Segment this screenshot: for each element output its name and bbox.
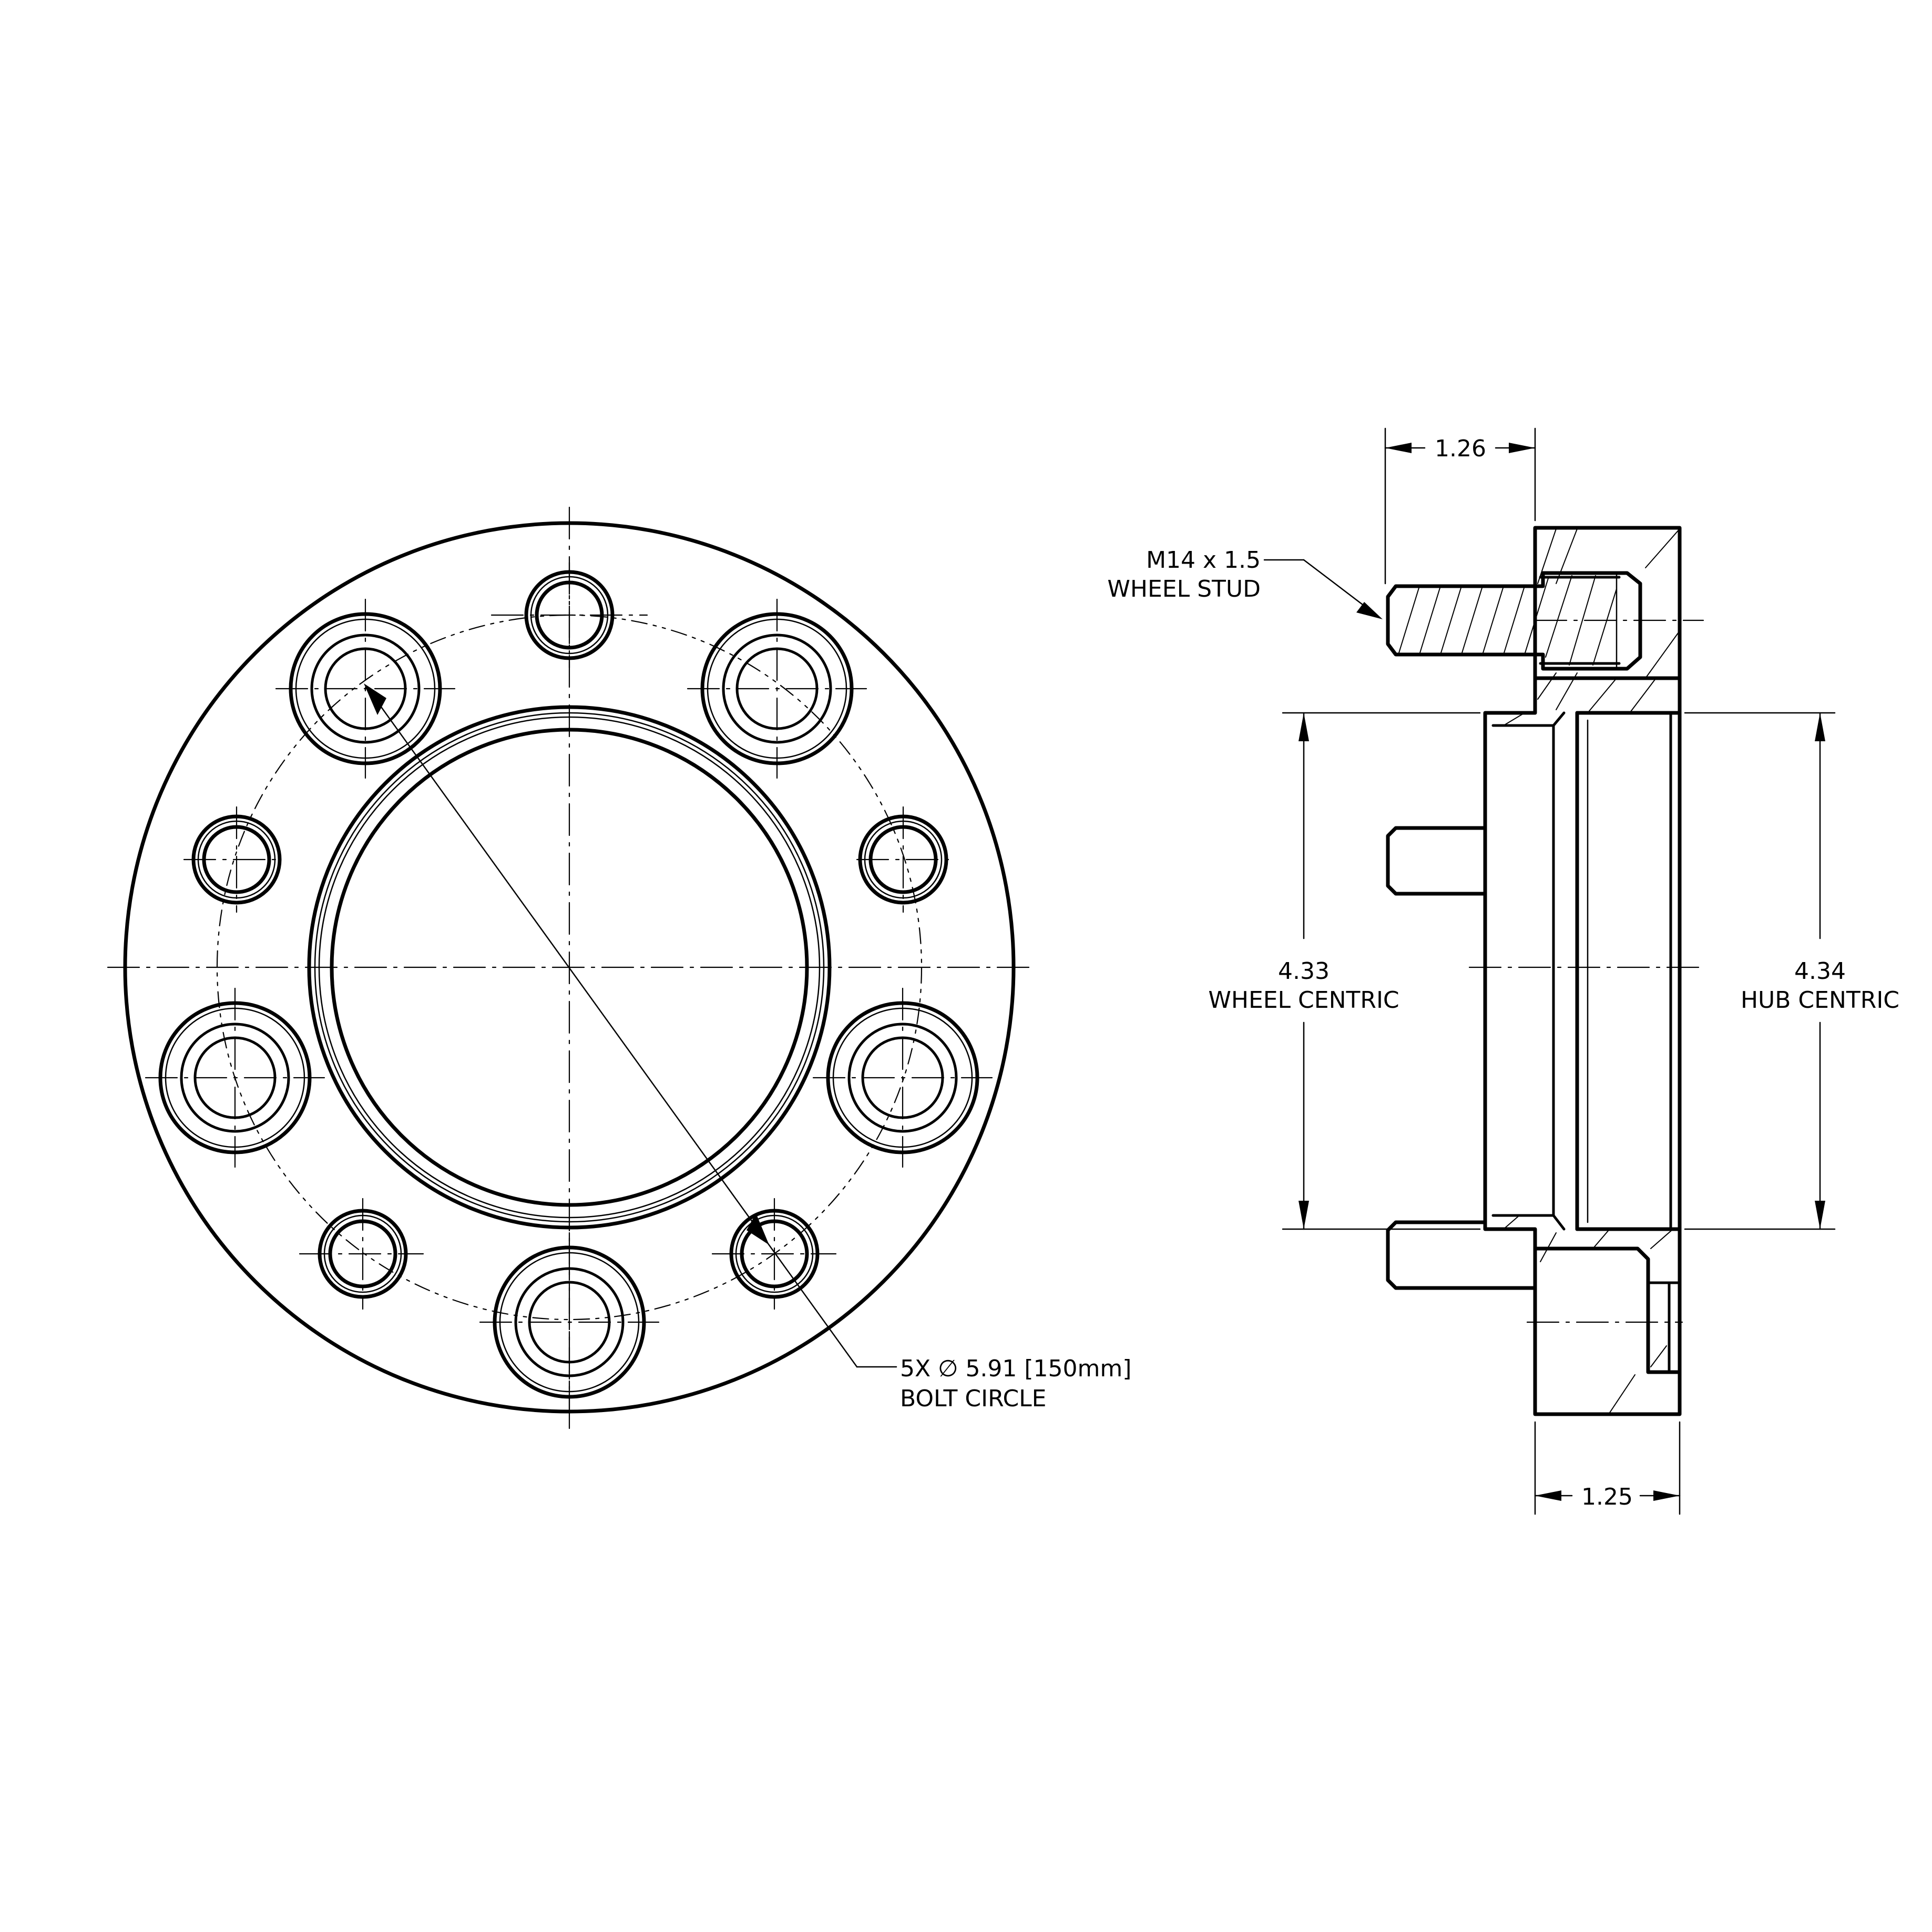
large-hole-mid-right	[812, 987, 993, 1168]
small-hole-left	[183, 806, 282, 913]
dim-hub-centric	[1684, 712, 1836, 1230]
stud-callout-leader	[1263, 559, 1383, 619]
bolt-circle-leader	[367, 688, 858, 1368]
side-chamfer-2	[1552, 1214, 1566, 1231]
spacer-thickness-value: 1.25	[1581, 1484, 1633, 1510]
hub-centric-value: 4.34	[1794, 958, 1846, 985]
large-hole-top-right	[687, 598, 867, 779]
wheel-centric-label: WHEEL CENTRIC	[1208, 987, 1399, 1014]
side-stud-lower	[1386, 1220, 1537, 1290]
side-stud-middle	[1386, 826, 1487, 896]
dim-stud-length	[1384, 427, 1536, 585]
front-view	[107, 506, 1031, 1434]
large-hole-bottom	[479, 1232, 660, 1413]
side-view	[1263, 427, 1836, 1515]
body-hatching	[1503, 528, 1680, 1415]
bolt-circle-line1: 5X ∅ 5.91 [150mm]	[900, 1355, 1131, 1382]
dim-spacer-thickness	[1534, 1421, 1681, 1515]
stud-spec-line1: M14 x 1.5	[1146, 547, 1261, 574]
bolt-circle-arrow-lower	[747, 1213, 769, 1245]
stud-spec-line2: WHEEL STUD	[1107, 576, 1261, 602]
side-body-main	[1483, 676, 1682, 1416]
small-hole-bottom-left	[299, 1198, 424, 1310]
small-hole-top	[490, 561, 648, 669]
hub-centric-label: HUB CENTRIC	[1741, 987, 1899, 1014]
dim-wheel-centric	[1282, 712, 1481, 1230]
small-hole-right	[856, 806, 955, 913]
side-body-outline	[1533, 526, 1682, 680]
side-lower-boss	[1533, 1246, 1682, 1374]
large-hole-mid-left	[145, 987, 325, 1168]
side-chamfer-1	[1552, 711, 1566, 727]
small-hole-bottom-right	[711, 1198, 837, 1310]
wheel-stud-section	[1386, 571, 1642, 671]
large-hole-top-left	[275, 598, 456, 779]
stud-length-value: 1.26	[1435, 435, 1486, 462]
wheel-centric-value: 4.33	[1278, 958, 1330, 985]
bolt-circle-line2: BOLT CIRCLE	[900, 1385, 1046, 1412]
bolt-circle-arrow-upper	[364, 683, 386, 715]
